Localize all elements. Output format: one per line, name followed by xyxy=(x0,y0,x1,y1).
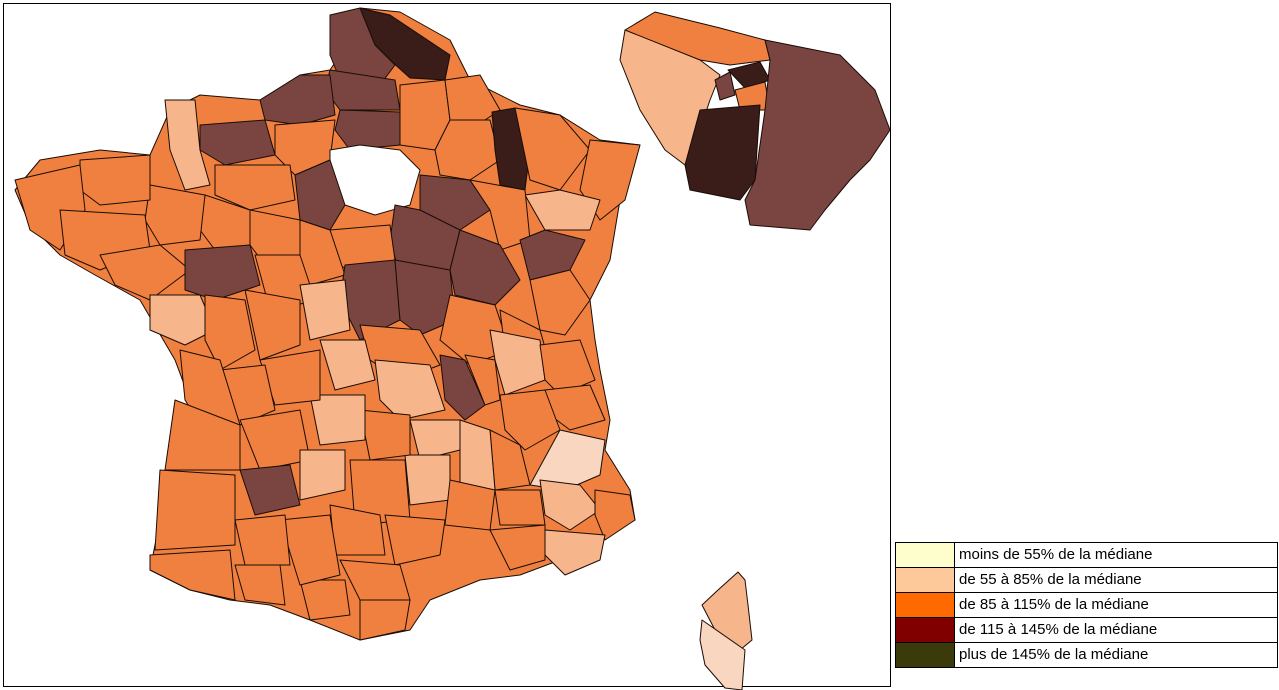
dept-haute-marne xyxy=(469,179,531,251)
dept-pyrenees-orientales xyxy=(359,599,411,641)
dept-puy-de-dome xyxy=(374,359,446,421)
legend-swatch xyxy=(895,617,955,643)
dept-ariege xyxy=(299,579,351,621)
corse-du-sud xyxy=(699,619,746,690)
legend-row: moins de 55% de la médiane xyxy=(895,542,1278,568)
dept-isere xyxy=(499,389,561,451)
legend-swatch xyxy=(895,642,955,668)
dept-manche xyxy=(164,99,211,191)
dept-creuse xyxy=(319,339,376,391)
dept-seine-maritime xyxy=(259,74,336,126)
legend-label: moins de 55% de la médiane xyxy=(954,542,1278,568)
dept-vaucluse xyxy=(494,489,546,526)
dept-var xyxy=(544,529,606,576)
dept-lozere xyxy=(404,454,451,506)
dept-herault xyxy=(384,514,446,566)
dept-cantal xyxy=(359,409,411,461)
dept-eure-et-loir xyxy=(294,159,346,231)
dept-hautes-alpes xyxy=(529,429,606,491)
dept-meurthe xyxy=(514,107,591,191)
dept-lot-et-garonne xyxy=(239,464,301,516)
dept-pas-de-calais xyxy=(329,7,396,86)
corsica xyxy=(699,571,753,690)
dept-vosges xyxy=(524,189,601,231)
legend-row: de 85 à 115% de la médiane xyxy=(895,592,1278,618)
dept-cotes-armor xyxy=(79,154,151,206)
idf-hauts-de-seine xyxy=(714,71,736,101)
idf-seine-et-marne xyxy=(744,39,891,231)
dept-gard xyxy=(444,479,496,531)
legend-row: de 115 à 145% de la médiane xyxy=(895,617,1278,643)
dept-doubs xyxy=(529,269,591,336)
dept-alpes-maritimes xyxy=(594,489,636,541)
dept-ille-et-vilaine xyxy=(144,184,206,246)
dept-maine-et-loire xyxy=(184,244,261,301)
dept-pyrenees-atlantiques xyxy=(149,549,236,601)
dept-landes xyxy=(154,469,236,551)
legend-swatch xyxy=(895,567,955,593)
dept-gers xyxy=(234,514,291,566)
dept-ain xyxy=(489,329,546,396)
dept-correze xyxy=(309,394,366,446)
departments xyxy=(14,7,641,641)
dept-nievre xyxy=(394,259,456,336)
ile-de-france-inset xyxy=(619,11,891,231)
dept-loir-et-cher xyxy=(299,219,346,286)
dept-bouches-du-rhone xyxy=(489,524,546,571)
dept-haute-saone xyxy=(519,229,586,281)
dept-rhone xyxy=(464,354,501,406)
dept-vienne xyxy=(244,289,301,361)
legend-label: de 55 à 85% de la médiane xyxy=(954,567,1278,593)
dept-loire xyxy=(439,354,486,421)
legend-row: plus de 145% de la médiane xyxy=(895,642,1278,668)
dept-haute-garonne xyxy=(279,514,341,586)
dept-deux-sevres xyxy=(204,294,256,371)
legend-row: de 55 à 85% de la médiane xyxy=(895,567,1278,593)
dept-lot xyxy=(299,449,346,501)
dept-haute-loire xyxy=(409,419,461,461)
legend-label: de 115 à 145% de la médiane xyxy=(954,617,1278,643)
idf-essonne xyxy=(684,104,761,201)
dept-gironde xyxy=(164,399,241,471)
dept-alpes-hte-provence xyxy=(539,479,601,531)
dept-orne xyxy=(214,164,296,211)
legend-swatch xyxy=(895,592,955,618)
dept-indre xyxy=(299,279,351,341)
dept-hautes-pyrenees xyxy=(234,564,286,606)
dept-loire-atlantique xyxy=(99,244,191,301)
dept-ardeche xyxy=(459,419,496,491)
map-legend: moins de 55% de la médiane de 55 à 85% d… xyxy=(895,542,1278,668)
legend-label: de 85 à 115% de la médiane xyxy=(954,592,1278,618)
dept-vendee xyxy=(149,294,216,346)
legend-swatch xyxy=(895,542,955,568)
legend-label: plus de 145% de la médiane xyxy=(954,642,1278,668)
